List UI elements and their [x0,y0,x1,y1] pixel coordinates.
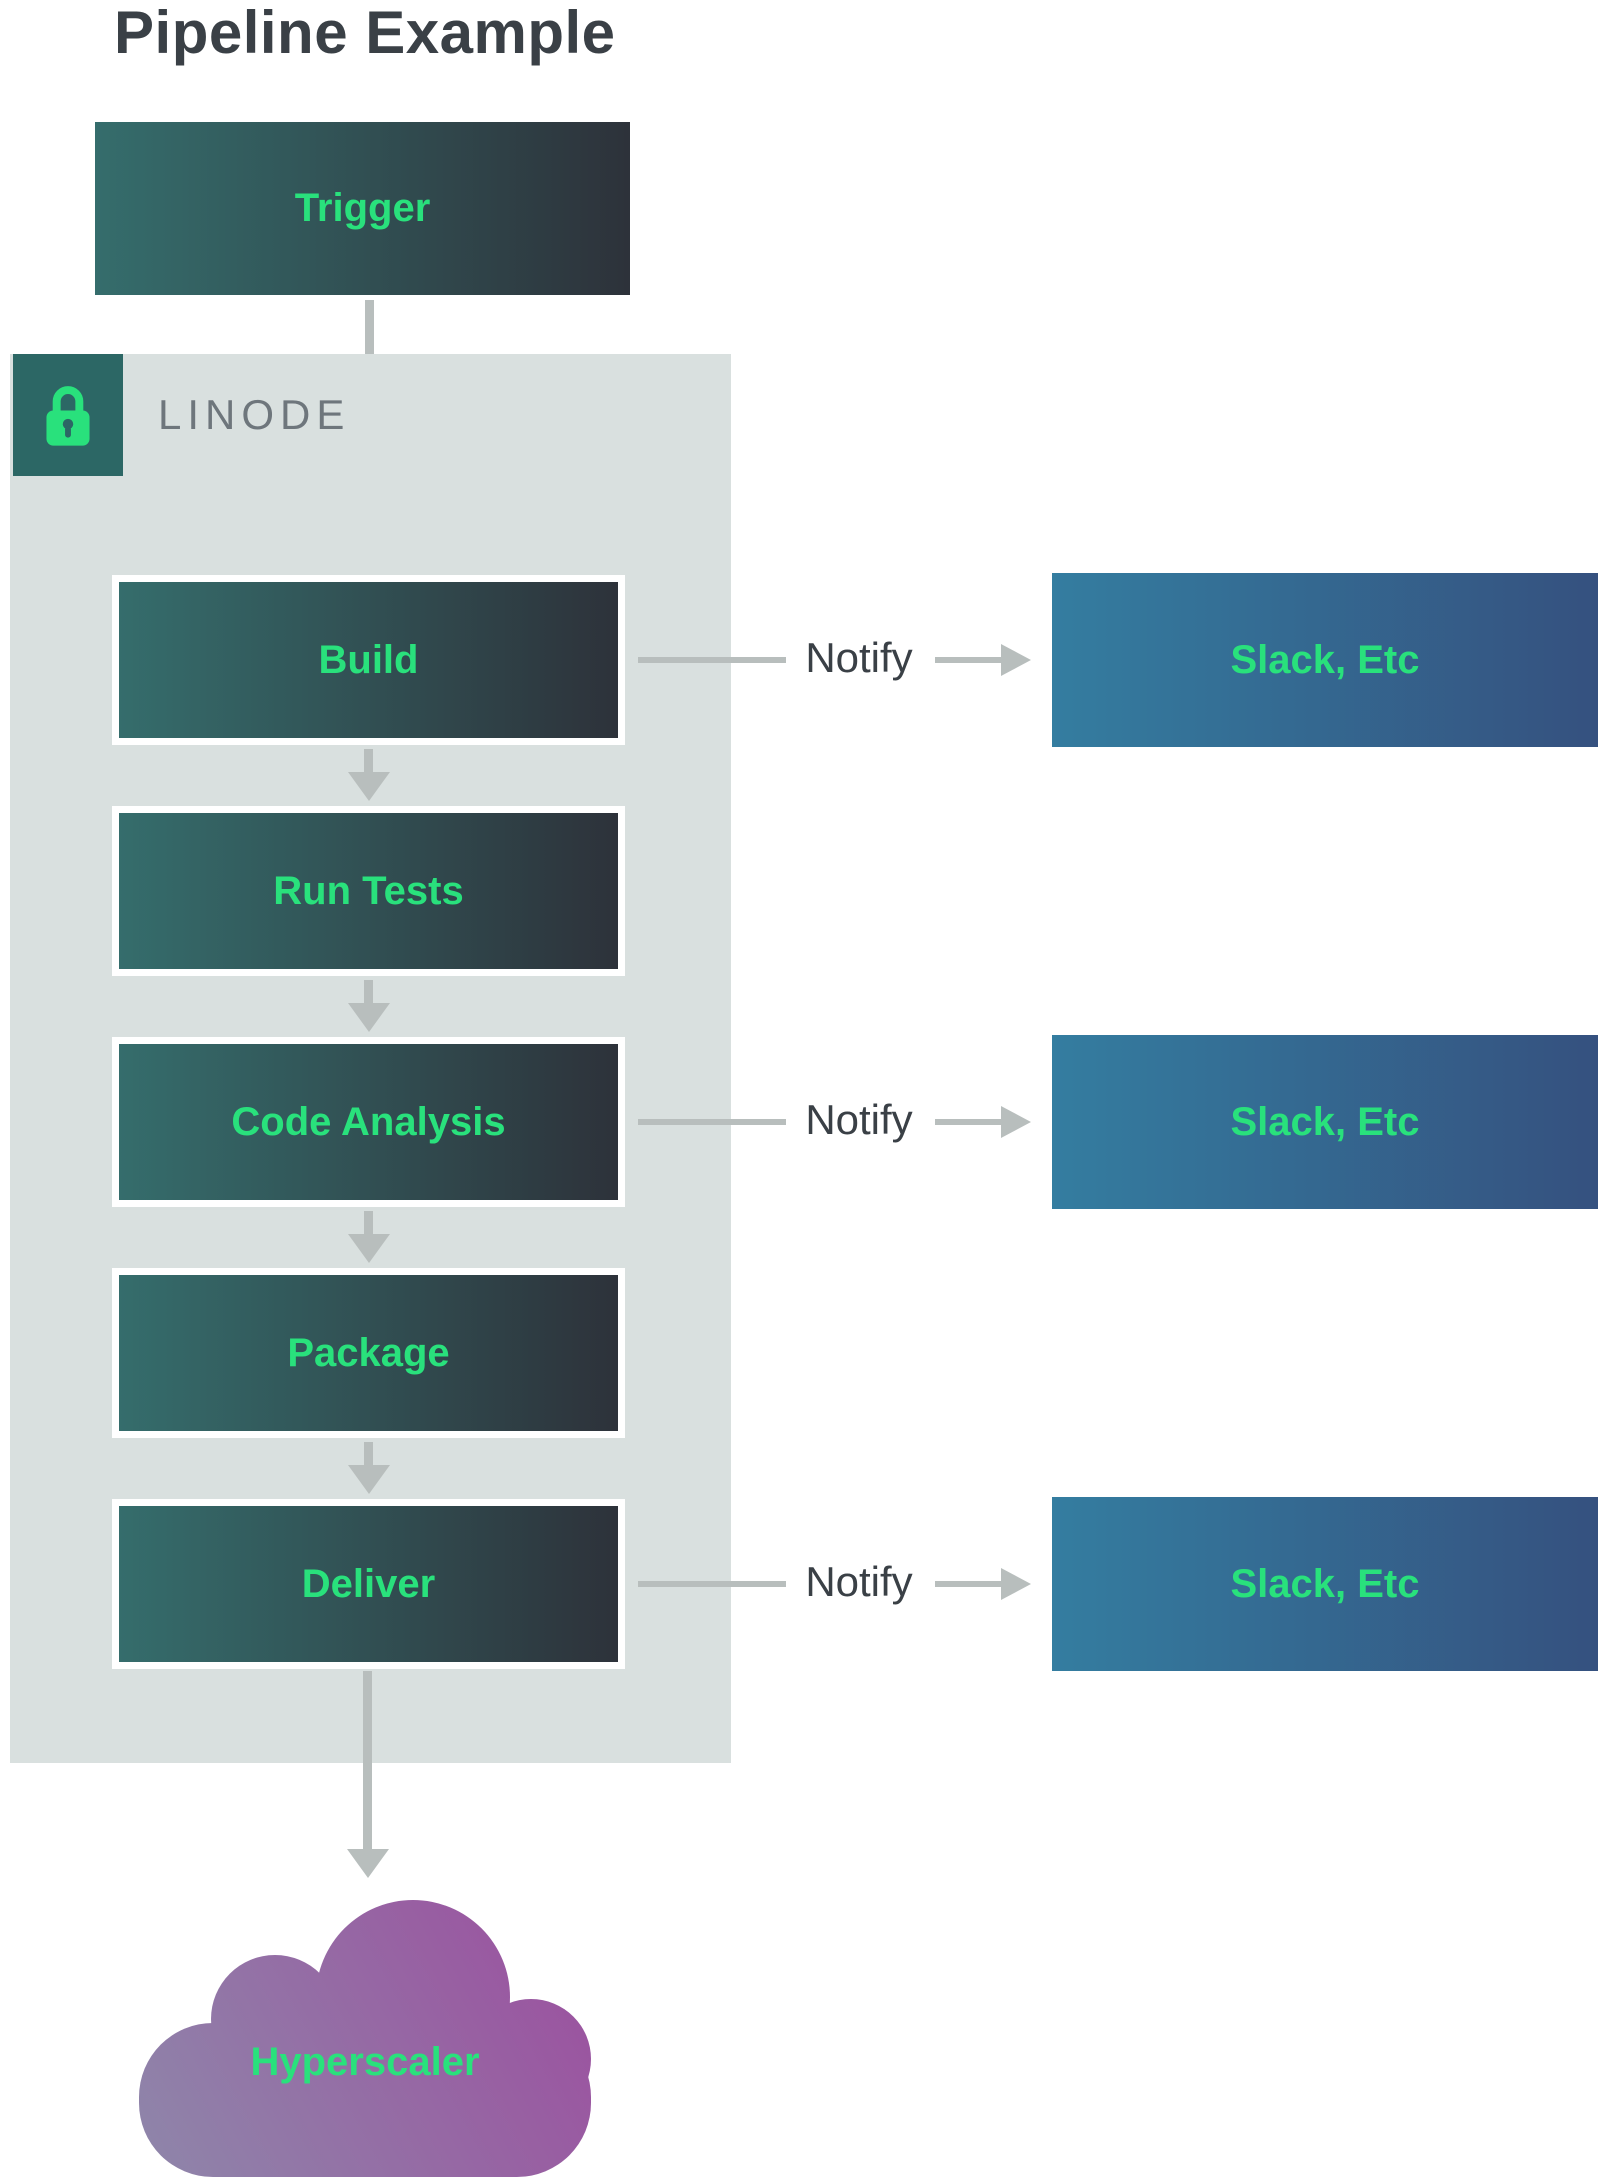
stage-label: Run Tests [273,868,464,913]
container-label: LINODE [158,391,351,438]
stage-box-deliver: Deliver [112,1499,625,1669]
notify-target-label: Slack, Etc [1230,1099,1420,1144]
page-title: Pipeline Example [114,0,616,66]
arrow-run-tests-to-code-analysis [364,980,373,1004]
notify-label: Notify [805,634,913,681]
lock-badge [13,354,123,476]
notify-label: Notify [805,1558,913,1605]
notify-target-box-build: Slack, Etc [1052,573,1598,747]
notify-arrow [935,657,1001,663]
stage-box-package: Package [112,1268,625,1438]
arrow-build-to-run-tests [364,749,373,773]
stage-box-code-analysis: Code Analysis [112,1037,625,1207]
notify-target-label: Slack, Etc [1230,637,1420,682]
notify-connector-line [638,1581,786,1587]
trigger-box: Trigger [95,122,630,295]
notify-label: Notify [805,1096,913,1143]
stage-label: Code Analysis [231,1099,506,1144]
notify-target-box-deliver: Slack, Etc [1052,1497,1598,1671]
notify-arrow [935,1119,1001,1125]
notify-target-box-code-analysis: Slack, Etc [1052,1035,1598,1209]
stage-label: Package [287,1330,450,1375]
notify-target-label: Slack, Etc [1230,1561,1420,1606]
stage-box-build: Build [112,575,625,745]
arrow-deliver-to-hyperscaler [363,1671,372,1850]
arrow-package-to-deliver [364,1442,373,1466]
notify-arrow [935,1581,1001,1587]
cloud-shape [139,1900,591,2177]
stage-label: Build [318,637,419,682]
stage-label: Deliver [301,1561,436,1606]
trigger-label: Trigger [294,186,431,230]
stage-box-run-tests: Run Tests [112,806,625,976]
notify-connector-line [638,1119,786,1125]
notify-connector-line [638,657,786,663]
arrow-code-analysis-to-package [364,1211,373,1235]
lock-icon [46,386,90,446]
cloud-label: Hyperscaler [250,2040,480,2084]
